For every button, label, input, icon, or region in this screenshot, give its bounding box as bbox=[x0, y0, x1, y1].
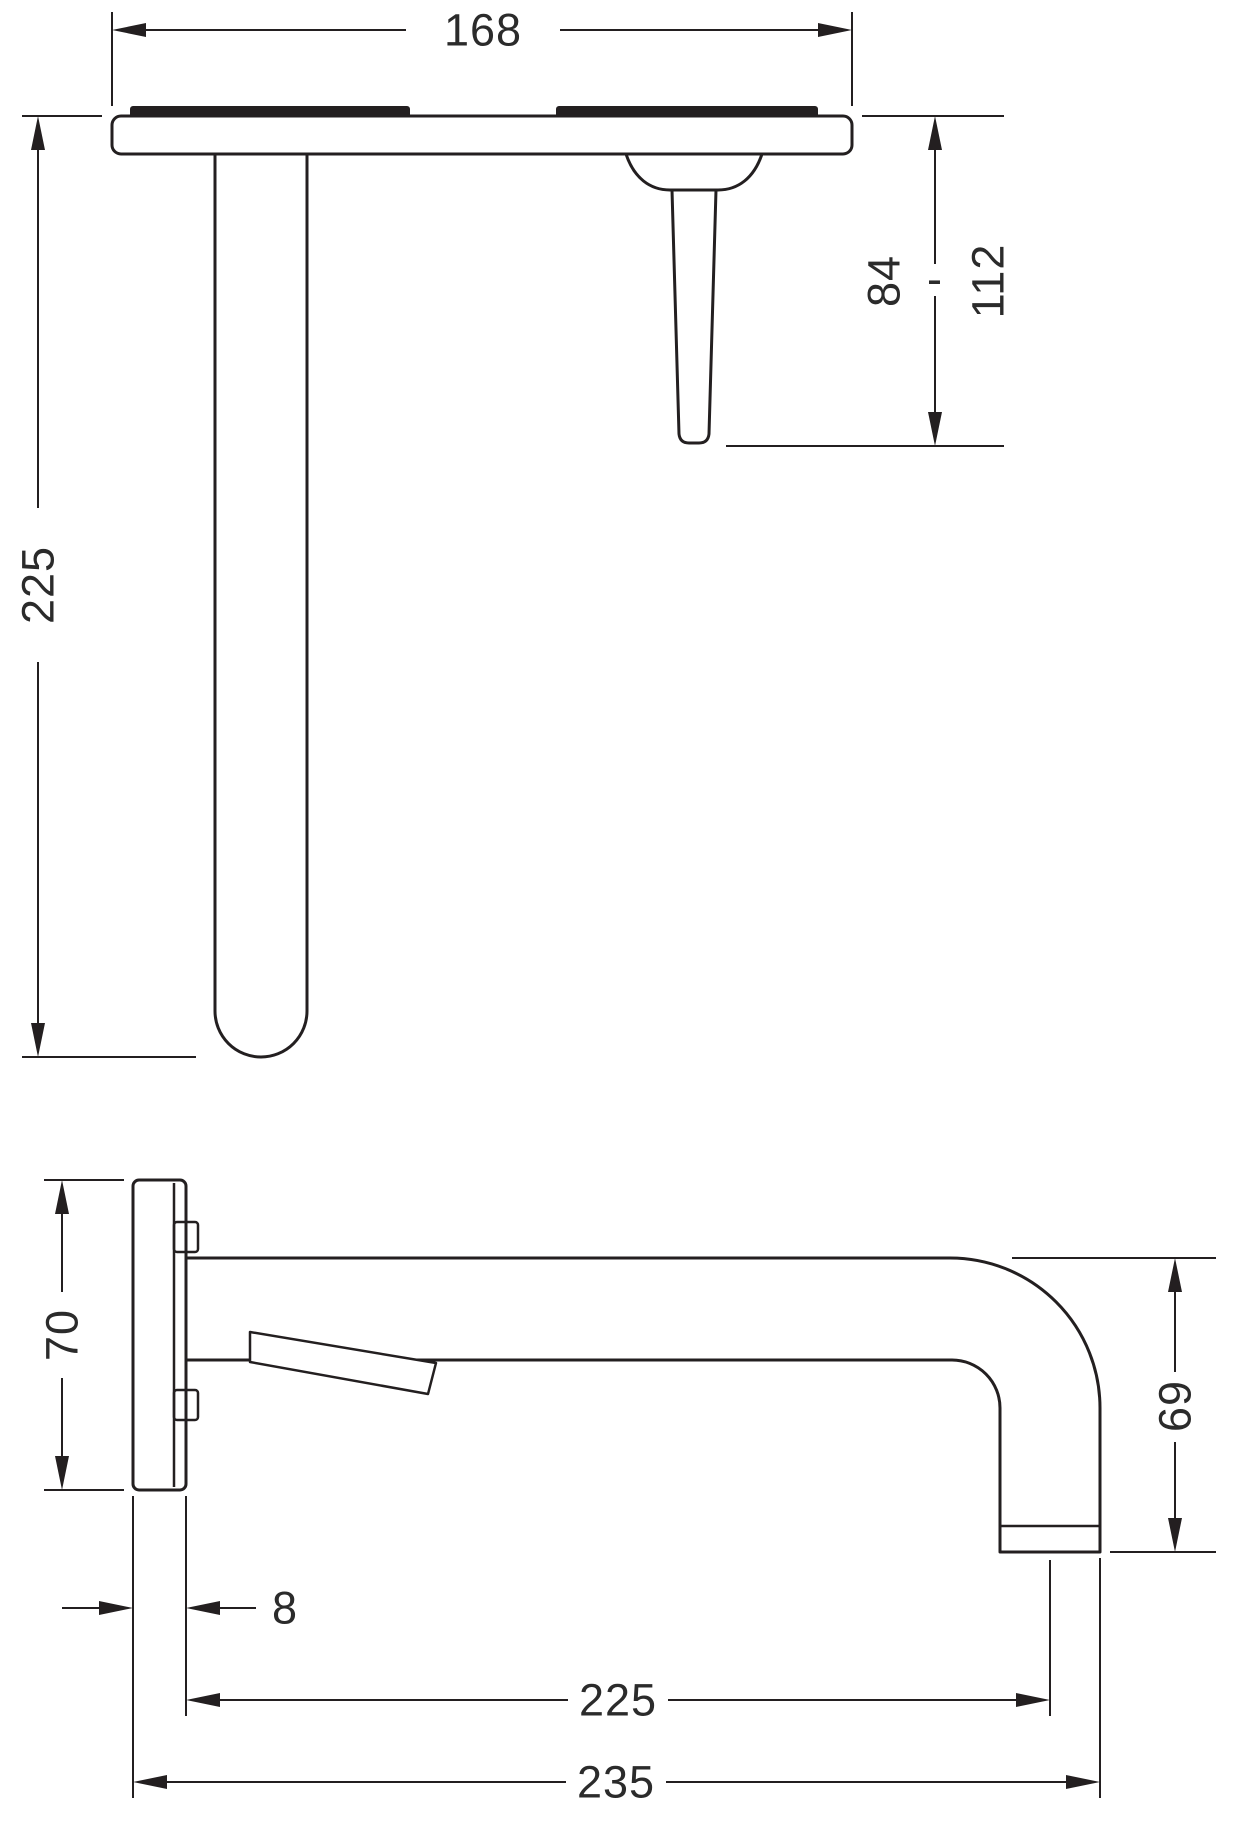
dimension-plate-width: 168 bbox=[111, 5, 853, 106]
arrowhead-up bbox=[928, 116, 942, 150]
handle-base-front bbox=[624, 152, 764, 192]
dim-plate-height-label: 70 bbox=[37, 1309, 88, 1361]
arrowhead-up bbox=[1168, 1258, 1182, 1292]
arrowhead-left bbox=[133, 1775, 167, 1789]
dim-total-projection-label: 235 bbox=[577, 1757, 655, 1808]
mounting-plate-front bbox=[110, 114, 854, 156]
front-view: 168 225 84 - bbox=[13, 5, 1014, 1059]
dimension-plate-height: 70 bbox=[37, 1179, 124, 1491]
dim-handle-max-label: 112 bbox=[963, 244, 1014, 319]
dim-reach-label: 225 bbox=[579, 1675, 657, 1726]
arrowhead-right bbox=[818, 23, 852, 37]
arrowhead-up bbox=[31, 116, 45, 150]
handle-stem-front bbox=[670, 188, 718, 445]
spout-front bbox=[213, 154, 309, 1059]
arrowhead-down bbox=[928, 412, 942, 446]
dimension-reach: 225 bbox=[186, 1560, 1051, 1726]
handle-lever-side bbox=[248, 1330, 438, 1396]
arrowhead-down bbox=[31, 1023, 45, 1057]
dim-plate-width-label: 168 bbox=[444, 5, 522, 56]
dim-front-height-label: 225 bbox=[13, 546, 64, 624]
arrowhead-left bbox=[186, 1693, 220, 1707]
arrowhead-right bbox=[1066, 1775, 1100, 1789]
dim-outlet-drop-label: 69 bbox=[1150, 1380, 1201, 1432]
arrowhead-left bbox=[186, 1601, 220, 1615]
dimension-plate-thickness: 8 bbox=[62, 1496, 298, 1798]
mounting-plate-side bbox=[131, 1178, 188, 1492]
dimension-front-height: 225 bbox=[13, 115, 196, 1058]
arrowhead-down bbox=[1168, 1518, 1182, 1552]
dimension-total-projection: 235 bbox=[133, 1558, 1101, 1808]
plate-clip-top bbox=[172, 1220, 200, 1254]
plate-clip-bottom bbox=[172, 1388, 200, 1422]
spout-side bbox=[184, 1256, 1102, 1554]
arrowhead-left bbox=[112, 23, 146, 37]
arrowhead-up bbox=[55, 1180, 69, 1214]
side-view: 70 8 69 225 bbox=[37, 1178, 1216, 1808]
dim-plate-thickness-label: 8 bbox=[272, 1583, 298, 1634]
dim-range-separator: - bbox=[927, 254, 943, 305]
dimension-outlet-drop: 69 bbox=[1012, 1257, 1216, 1553]
arrowhead-right bbox=[1016, 1693, 1050, 1707]
dimension-handle-range: 84 - 112 bbox=[726, 115, 1014, 447]
arrowhead-down bbox=[55, 1456, 69, 1490]
arrowhead-right bbox=[99, 1601, 133, 1615]
dim-handle-min-label: 84 bbox=[859, 255, 910, 307]
